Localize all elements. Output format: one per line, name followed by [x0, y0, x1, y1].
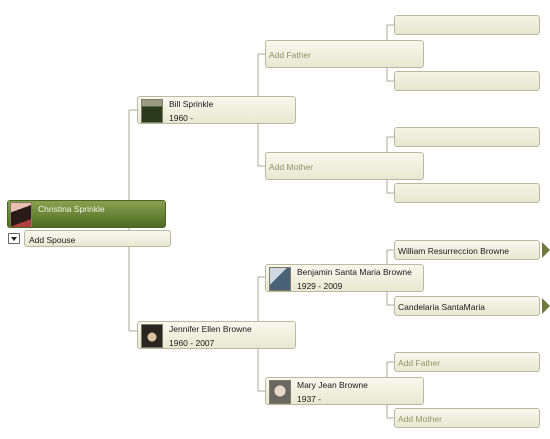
- person-name: William Resurreccion Browne: [398, 246, 510, 256]
- chevron-down-icon[interactable]: [8, 233, 20, 244]
- person-name: Jennifer Ellen Browne: [169, 324, 252, 334]
- person-photo: [141, 324, 163, 348]
- person-photo: [269, 267, 291, 291]
- add-mother-button[interactable]: Add Mother: [265, 152, 424, 180]
- add-father-button[interactable]: Add Father: [394, 352, 540, 372]
- empty-ancestor-slot[interactable]: [394, 71, 540, 91]
- add-mother-button[interactable]: Add Mother: [394, 408, 540, 428]
- empty-ancestor-slot[interactable]: [394, 183, 540, 203]
- add-spouse-button[interactable]: Add Spouse: [24, 230, 171, 247]
- person-dates: 1960 -: [169, 113, 194, 123]
- maternal-grandfather-card[interactable]: Benjamin Santa Maria Browne 1929 - 2009: [265, 264, 424, 292]
- person-dates: 1960 - 2007: [169, 338, 215, 348]
- person-photo: [10, 202, 32, 227]
- add-father-label: Add Father: [398, 358, 441, 368]
- person-dates: 1937 -: [297, 394, 322, 404]
- primary-person-card[interactable]: Christina Sprinkle: [7, 200, 166, 228]
- person-name: Bill Sprinkle: [169, 99, 214, 109]
- person-name: Benjamin Santa Maria Browne: [297, 267, 412, 277]
- add-mother-label: Add Mother: [398, 414, 442, 424]
- empty-ancestor-slot[interactable]: [394, 127, 540, 147]
- add-spouse-label: Add Spouse: [29, 235, 76, 245]
- great-grandfather-card[interactable]: William Resurreccion Browne: [394, 240, 540, 260]
- expand-right-icon[interactable]: [542, 242, 550, 258]
- mother-card[interactable]: Jennifer Ellen Browne 1960 - 2007: [137, 321, 296, 349]
- person-photo: [141, 99, 163, 123]
- expand-right-icon[interactable]: [542, 298, 550, 314]
- person-dates: 1929 - 2009: [297, 281, 343, 291]
- person-name: Candelaria SantaMaria: [398, 302, 485, 312]
- father-card[interactable]: Bill Sprinkle 1960 -: [137, 96, 296, 124]
- add-father-button[interactable]: Add Father: [265, 40, 424, 68]
- person-name: Mary Jean Browne: [297, 380, 368, 390]
- empty-ancestor-slot[interactable]: [394, 15, 540, 35]
- add-mother-label: Add Mother: [269, 162, 313, 172]
- person-photo: [269, 380, 291, 404]
- great-grandmother-card[interactable]: Candelaria SantaMaria: [394, 296, 540, 316]
- add-father-label: Add Father: [269, 50, 312, 60]
- person-name: Christina Sprinkle: [38, 204, 105, 214]
- maternal-grandmother-card[interactable]: Mary Jean Browne 1937 -: [265, 377, 424, 405]
